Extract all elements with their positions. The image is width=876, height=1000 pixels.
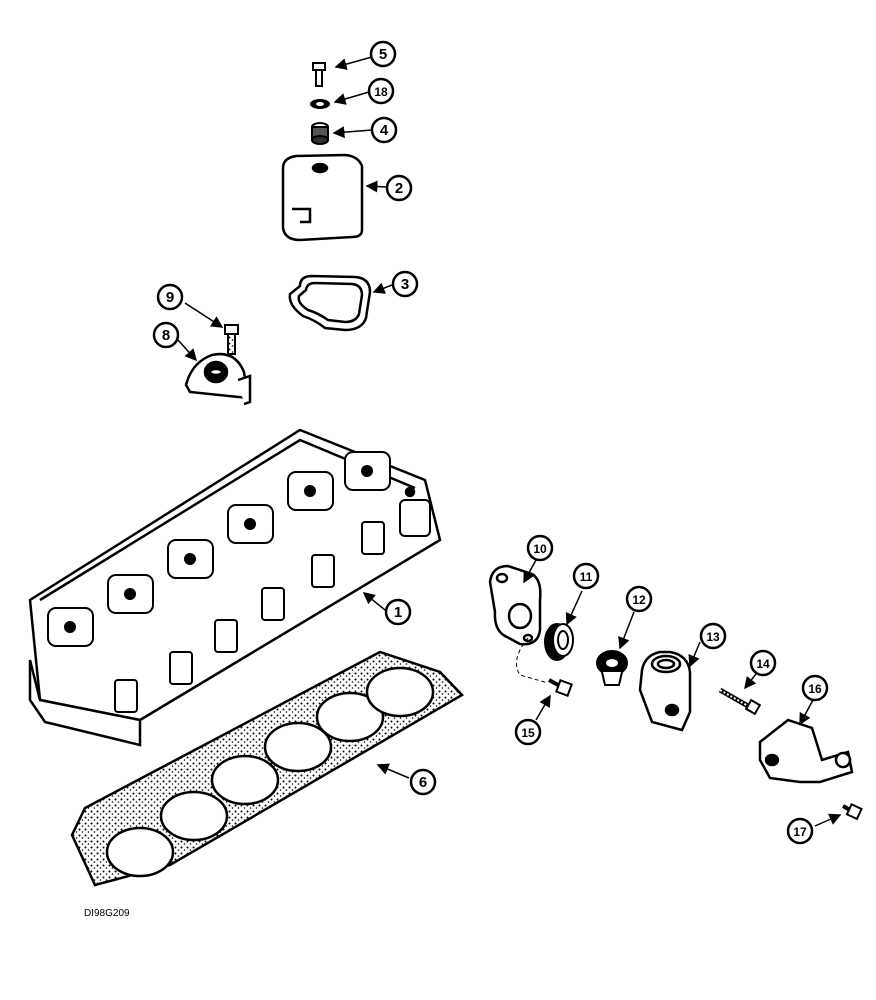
- callout-10: 10: [533, 542, 547, 556]
- seal-11: [544, 623, 574, 661]
- callout-1: 1: [394, 604, 402, 621]
- cap-screw-5: [312, 62, 326, 87]
- bracket-16: [758, 718, 854, 784]
- callout-4: 4: [380, 122, 389, 139]
- callout-labels: 5 18 4 2 3 9 8 1 6 10 11 12 13 14 15 16 …: [162, 46, 822, 839]
- callout-17: 17: [793, 825, 807, 839]
- cylinder-head-1: [28, 428, 442, 747]
- lifting-bracket-8: [184, 352, 252, 406]
- callout-14: 14: [756, 657, 770, 671]
- callout-12: 12: [632, 593, 646, 607]
- cap-screw-14: [718, 687, 762, 716]
- bolt-9: [224, 324, 239, 355]
- callout-9: 9: [166, 289, 174, 306]
- callout-6: 6: [419, 774, 427, 791]
- cap-screw-15: [548, 678, 573, 697]
- callout-11: 11: [580, 570, 593, 584]
- callout-circles: [152, 40, 829, 845]
- thermostat-12: [596, 650, 628, 686]
- cap-screw-17: [842, 803, 863, 821]
- callout-3: 3: [401, 276, 409, 293]
- washer-18: [310, 99, 330, 109]
- gasket-10: [488, 564, 542, 646]
- leader-lines: [177, 56, 842, 827]
- thermostat-housing-13: [638, 650, 692, 732]
- callout-13: 13: [706, 630, 720, 644]
- head-gasket-6: [70, 650, 464, 887]
- grommet-4: [311, 122, 329, 145]
- callout-8: 8: [162, 327, 170, 344]
- callout-16: 16: [808, 682, 822, 696]
- callout-18: 18: [374, 85, 388, 99]
- callout-2: 2: [395, 180, 403, 197]
- gasket-3: [288, 274, 372, 332]
- callout-15: 15: [521, 726, 535, 740]
- cover-2: [281, 153, 364, 242]
- callout-5: 5: [379, 46, 387, 63]
- figure-code: DI98G209: [84, 908, 130, 919]
